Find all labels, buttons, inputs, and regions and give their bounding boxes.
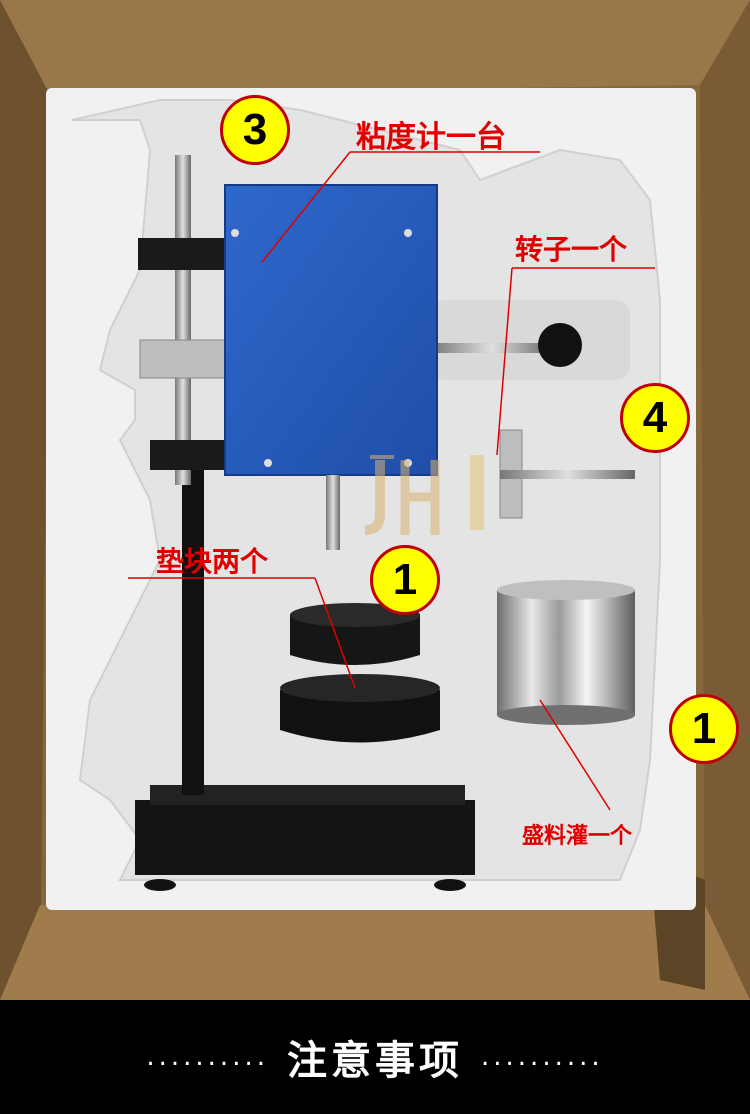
spacer-lower [280, 674, 440, 743]
jh-watermark-logo [364, 455, 484, 535]
label-cup: 盛料灌一个 [522, 824, 633, 849]
leader-line-rotor [496, 267, 513, 456]
base-foot-left [144, 879, 176, 891]
badge-spacers: 1 [370, 545, 440, 615]
footer-title: 注意事项 [287, 1037, 463, 1084]
screw [231, 229, 239, 237]
lower-clamp [150, 440, 235, 470]
label-rotor: 转子一个 [515, 233, 628, 266]
stand-post [182, 450, 204, 795]
box-flap-right [700, 0, 750, 1000]
box-flap-top [0, 0, 750, 95]
lift-rod [175, 155, 191, 485]
stand-base-top [150, 785, 465, 805]
base-foot-right [434, 879, 466, 891]
badge-rotor: 4 [620, 383, 690, 453]
box-flap-bottom [0, 905, 750, 1000]
screw [264, 459, 272, 467]
footer-dots-right: .......... [481, 1042, 604, 1072]
product-photo: 3 4 1 1 粘度计一台 转子一个 垫块两个 盛料灌一个 [0, 0, 750, 1000]
footer-banner: .......... 注意事项 .......... [0, 1000, 750, 1114]
sample-cup [497, 580, 635, 725]
packaging-box-scene [0, 0, 750, 1000]
foam-rod-slot [430, 300, 630, 380]
leader-line-spacers [314, 577, 356, 689]
box-flap-left [0, 0, 50, 1000]
label-spacers: 垫块两个 [156, 545, 269, 578]
footer-dots-left: .......... [146, 1042, 269, 1072]
rotor-shaft [500, 470, 635, 479]
leader-line-viscometer [261, 151, 351, 263]
upper-clamp [138, 238, 228, 270]
leader-line-cup [539, 699, 611, 811]
stand-base [135, 800, 475, 875]
viscometer-body [224, 184, 438, 476]
badge-viscometer: 3 [220, 95, 290, 165]
ball-knob [538, 323, 582, 367]
side-rod [432, 343, 552, 353]
badge-cup: 1 [669, 694, 739, 764]
label-viscometer: 粘度计一台 [356, 120, 506, 155]
spindle-shaft [326, 475, 340, 550]
bracket [139, 339, 241, 379]
screw [404, 229, 412, 237]
